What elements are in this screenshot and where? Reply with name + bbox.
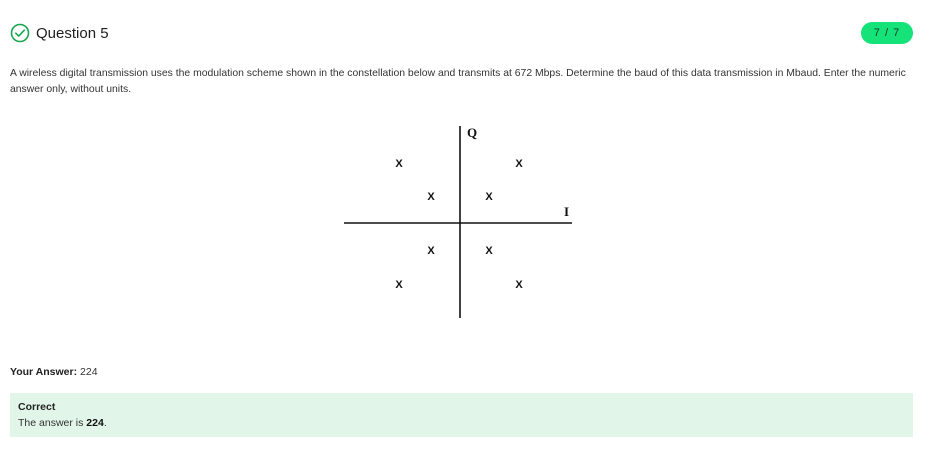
feedback-prefix: The answer is xyxy=(18,417,87,429)
question-title: Question 5 xyxy=(36,25,109,42)
your-answer-value: 224 xyxy=(80,366,98,378)
feedback-text: The answer is 224. xyxy=(18,417,107,429)
constellation-point-7: X xyxy=(395,279,403,291)
feedback-status: Correct xyxy=(18,401,56,413)
question-header: Question 5 7 / 7 xyxy=(10,22,913,48)
feedback-suffix: . xyxy=(103,417,107,429)
feedback-answer-value: 224 xyxy=(86,417,104,429)
constellation-points: X X X X X X X X xyxy=(395,158,523,291)
score-badge: 7 / 7 xyxy=(861,22,913,44)
question-prompt: A wireless digital transmission uses the… xyxy=(10,68,906,95)
your-answer: Your Answer: 224 xyxy=(10,366,98,378)
constellation-diagram: Q I X X X X X X X X xyxy=(340,120,580,325)
constellation-point-1: X xyxy=(395,158,403,170)
constellation-point-3: X xyxy=(427,191,435,203)
constellation-point-2: X xyxy=(515,158,523,170)
constellation-point-5: X xyxy=(427,245,435,257)
check-circle-icon xyxy=(10,23,30,43)
q-axis-label: Q xyxy=(467,125,477,140)
feedback-box: Correct The answer is 224. xyxy=(10,393,913,437)
constellation-point-4: X xyxy=(485,191,493,203)
your-answer-label: Your Answer: xyxy=(10,366,78,378)
constellation-point-8: X xyxy=(515,279,523,291)
i-axis-label: I xyxy=(564,204,569,219)
constellation-point-6: X xyxy=(485,245,493,257)
